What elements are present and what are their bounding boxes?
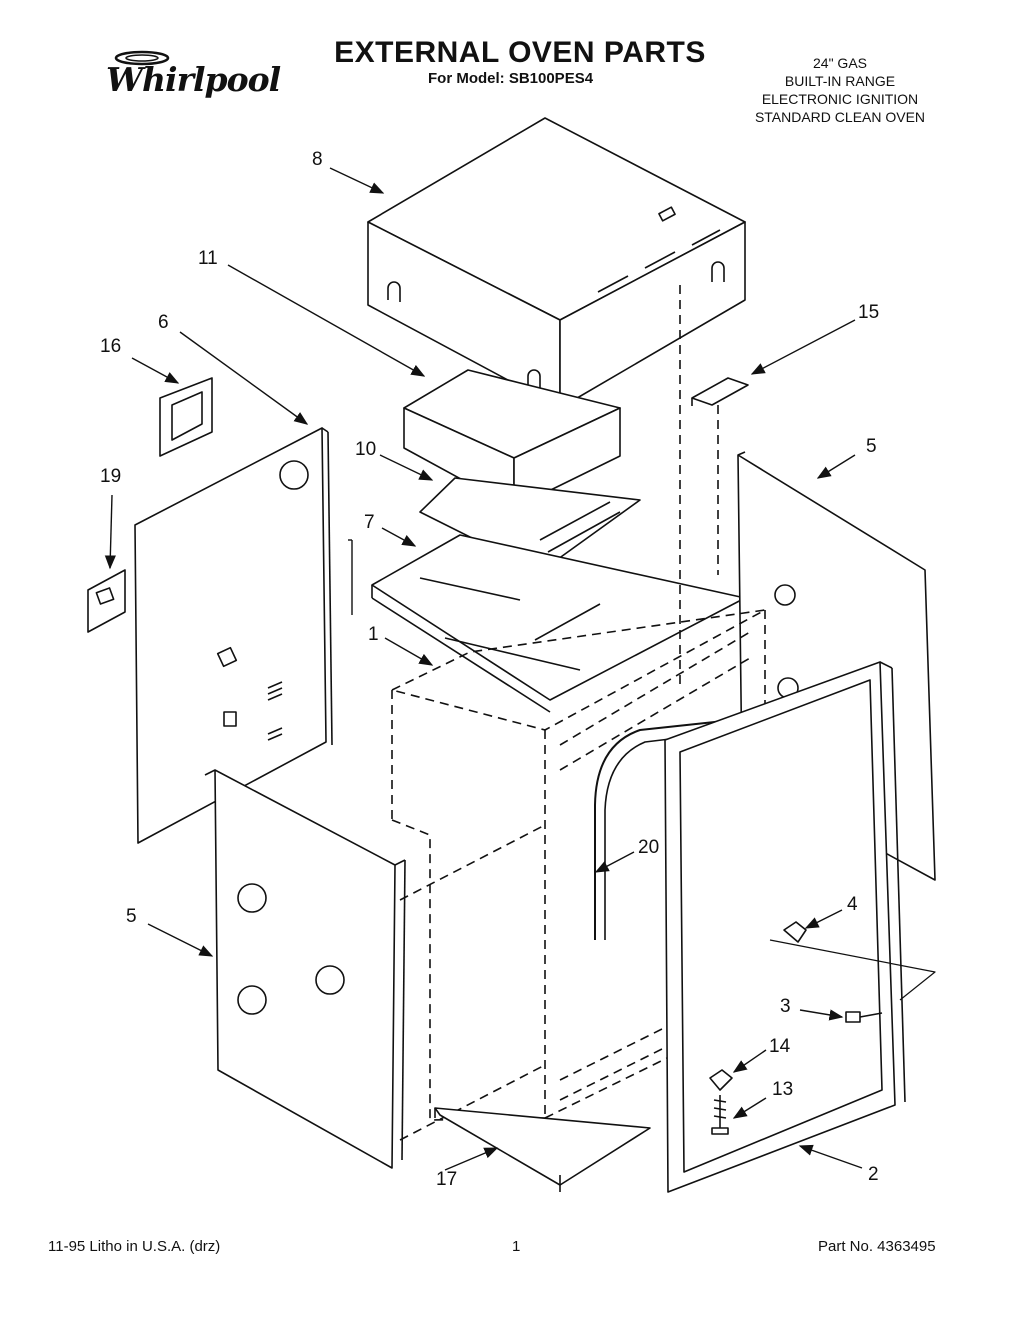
callout-3: 3 [780,996,791,1017]
logo-swoosh-icon [114,50,170,66]
callout-13: 13 [772,1079,793,1100]
part-2-front-frame [664,661,906,1193]
part-14-bracket [709,1069,733,1091]
footer-print-info: 11-95 Litho in U.S.A. (drz) [48,1238,221,1255]
part-6-rear-panel [134,427,333,844]
part-13-bolt [711,1095,729,1135]
callout-5-left: 5 [126,906,137,927]
callout-14: 14 [769,1036,791,1057]
part-1-oven-liner [391,285,766,1121]
callout-1: 1 [368,624,379,645]
part-16-bracket [159,377,213,457]
callout-16: 16 [100,336,121,357]
callout-15: 15 [858,302,879,323]
callout-labels: 8 11 6 16 15 10 5 19 7 1 20 4 5 3 14 13 … [100,149,879,1190]
model-label: For Model: SB100PES4 [428,70,594,87]
callout-20: 20 [638,837,659,858]
spec-line: STANDARD CLEAN OVEN [754,109,926,125]
page-title: EXTERNAL OVEN PARTS [334,36,706,69]
spec-line: ELECTRONIC IGNITION [761,91,919,107]
callout-2: 2 [868,1164,879,1185]
spec-block: 24" GAS BUILT-IN RANGE ELECTRONIC IGNITI… [740,54,940,126]
leader-lines [104,167,863,1171]
part-17-bottom-rail [434,1107,651,1192]
callout-10: 10 [355,439,376,460]
part-7-top-plate [371,534,746,713]
part-4-clip [783,921,807,943]
callout-5-right: 5 [866,436,877,457]
title-block: EXTERNAL OVEN PARTS For Model: SB100PES4 [330,36,710,87]
callout-7: 7 [364,512,375,533]
logo-wordmark: Whirlpool [106,60,281,99]
spec-line: BUILT-IN RANGE [784,73,896,89]
part-3-screw [845,1011,883,1023]
callout-8: 8 [312,149,323,170]
part-8-top-cover [367,117,746,409]
footer-part-number: Part No. 4363495 [818,1238,936,1255]
footer-page-number: 1 [512,1238,521,1255]
part-19-cover-plate [87,569,126,633]
callout-17: 17 [436,1169,457,1190]
part-5-left-side-panel [204,769,546,1169]
callout-19: 19 [100,466,121,487]
callout-11: 11 [198,248,218,269]
callout-6: 6 [158,312,169,333]
callout-4: 4 [847,894,858,915]
spec-line: 24" GAS [813,55,867,71]
whirlpool-logo: Whirlpool [100,48,281,108]
part-15-small-bracket [691,377,749,406]
